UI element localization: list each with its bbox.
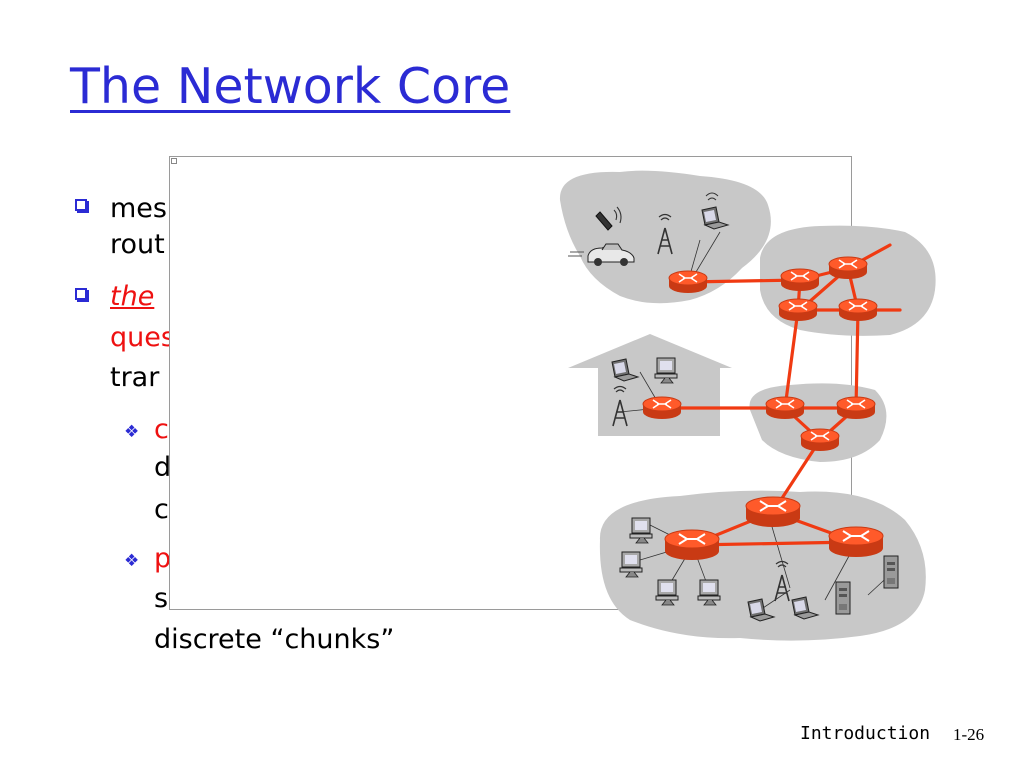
checkbox-bullet-icon [75, 288, 87, 300]
router-icon [836, 396, 876, 420]
bullet-2-line-2: ques [110, 322, 175, 353]
router-icon [745, 496, 801, 528]
bullet-2-line-3: trar [110, 362, 160, 393]
router-icon [642, 396, 682, 420]
sub-bullet-2-line-2: s [154, 583, 169, 614]
slide-title: The Network Core [70, 58, 511, 115]
bullet-2-line-1: the [110, 281, 155, 312]
server-icon [835, 581, 851, 615]
sub-bullet-1-line-3: c [154, 494, 169, 525]
sub-bullet-1-line-1: c [154, 414, 169, 445]
diamond-bullet-icon: ❖ [124, 551, 140, 571]
router-icon [664, 529, 720, 561]
router-icon [765, 396, 805, 420]
router-icon [778, 298, 818, 322]
sub-bullet-1-line-2: d [154, 452, 172, 483]
router-icon [828, 256, 868, 280]
page-number: 1-26 [953, 725, 985, 744]
router-icon [800, 428, 840, 452]
footer-section-label: Introduction [800, 723, 931, 744]
mobile-network-cloud [559, 170, 771, 304]
router-icon [828, 526, 884, 558]
server-icon [883, 555, 899, 589]
diamond-bullet-icon: ❖ [124, 422, 140, 442]
checkbox-bullet-icon [75, 199, 87, 211]
placeholder-icon [171, 158, 177, 164]
sub-bullet-2-line-3: discrete “chunks” [154, 624, 395, 655]
house-network [568, 334, 732, 436]
sub-bullet-2-line-1: p [154, 543, 172, 574]
router-icon [668, 270, 708, 294]
bullet-1-line-1: mes [110, 193, 167, 224]
router-icon [838, 298, 878, 322]
bullet-1-line-2: rout [110, 229, 165, 260]
router-icon [780, 268, 820, 292]
